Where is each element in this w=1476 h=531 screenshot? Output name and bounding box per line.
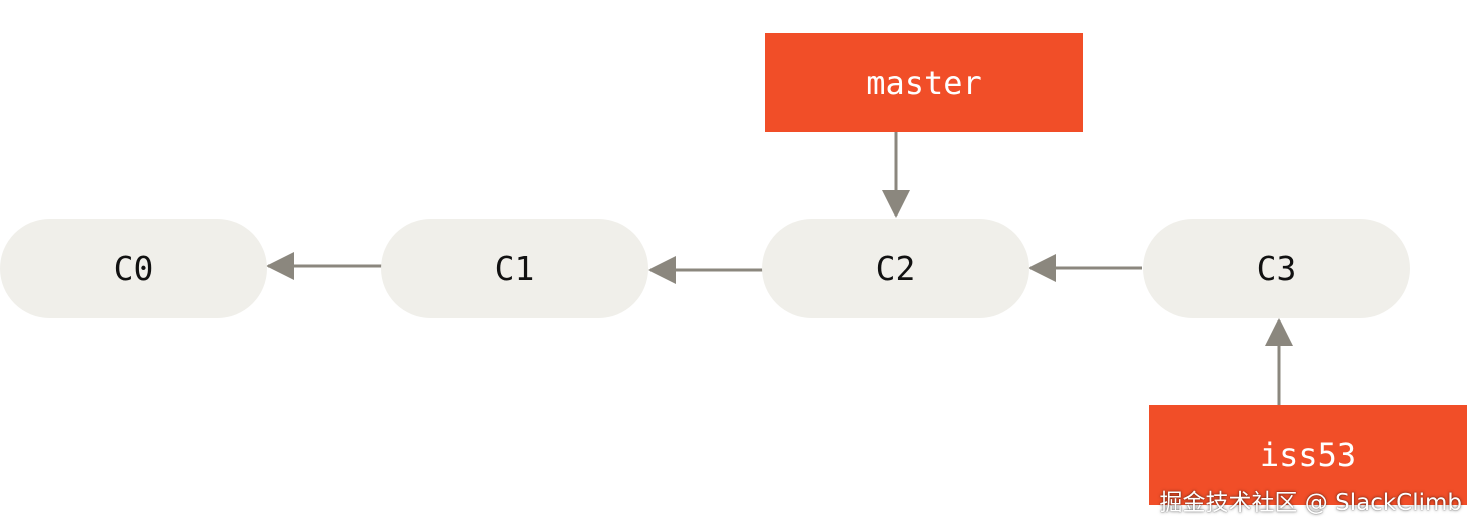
branch-label: master	[866, 63, 982, 102]
commit-label: C1	[494, 249, 535, 288]
commit-label: C2	[875, 249, 916, 288]
commit-label: C0	[113, 249, 154, 288]
commit-c0: C0	[0, 219, 267, 318]
branch-label: iss53	[1259, 436, 1357, 474]
commit-c1: C1	[381, 219, 648, 318]
commit-c3: C3	[1143, 219, 1410, 318]
commit-c2: C2	[762, 219, 1029, 318]
commit-label: C3	[1256, 249, 1297, 288]
watermark: 掘金技术社区 @ SlackClimb	[1159, 490, 1462, 516]
branch-master: master	[765, 33, 1083, 132]
branch-iss53: iss53	[1149, 405, 1467, 505]
